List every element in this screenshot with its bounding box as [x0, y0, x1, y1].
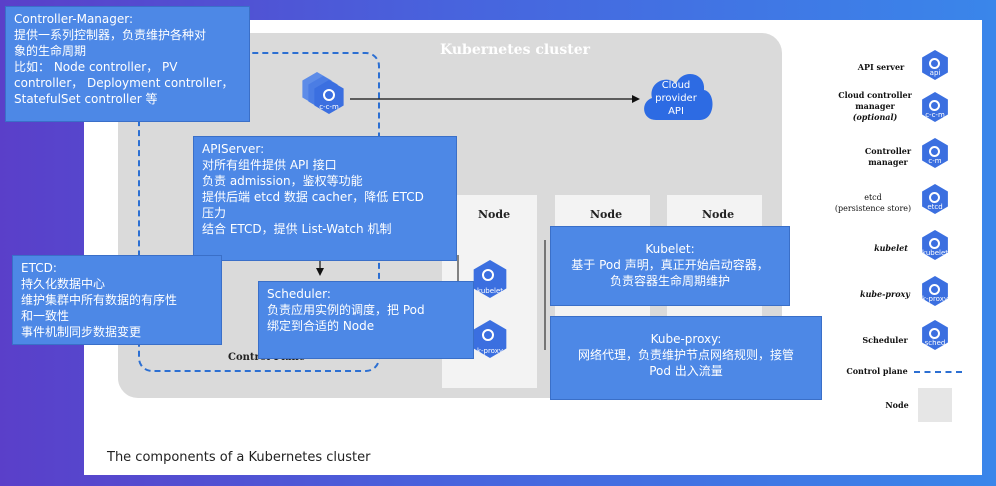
- legend-etcd-label: etcd (persistence store): [834, 193, 912, 213]
- legend-api-icon: api: [922, 50, 948, 80]
- legend-kubelet-label: kubelet: [874, 243, 908, 253]
- etcd-callout: ETCD: 持久化数据中心 维护集群中所有数据的有序性 和一致性 事件机制同步数…: [12, 255, 222, 345]
- kproxy-icon: k-proxy: [473, 320, 507, 358]
- legend-control-plane-label: Control plane: [846, 366, 908, 376]
- cloud-shape: [644, 73, 713, 120]
- kubelet-callout: Kubelet: 基于 Pod 声明，真正开始启动容器， 负责容器生命周期维护: [550, 226, 790, 306]
- legend-scheduler-label: Scheduler: [862, 335, 908, 345]
- controller-manager-callout: Controller-Manager: 提供一系列控制器，负责维护各种对 象的生…: [5, 6, 250, 122]
- source-watermark: @稀土掘金技术社区: [846, 454, 982, 472]
- legend-node-swatch: [918, 388, 952, 422]
- kube-proxy-callout: Kube-proxy: 网络代理，负责维护节点网络规则，接管 Pod 出入流量: [550, 316, 822, 400]
- legend-etcd-icon: etcd: [922, 184, 948, 214]
- cluster-title: Kubernetes cluster: [440, 42, 590, 58]
- arrowhead-scheduler: [316, 268, 324, 276]
- apiserver-callout: APIServer: 对所有组件提供 API 接口 负责 admission，鉴…: [193, 136, 457, 261]
- legend-kubelet-icon: kubelet: [922, 230, 948, 260]
- node-label-1: Node: [478, 208, 511, 221]
- legend-scheduler-icon: sched: [922, 320, 948, 350]
- cloud-provider-label: Cloud provider API: [655, 80, 697, 117]
- figure-caption: The components of a Kubernetes cluster: [107, 450, 371, 465]
- legend-kube-proxy-label: kube-proxy: [860, 289, 910, 299]
- legend-cm-label: Controller manager: [864, 146, 912, 167]
- node-label-3: Node: [702, 208, 735, 221]
- node-label-2: Node: [590, 208, 623, 221]
- legend-node-label: Node: [885, 400, 909, 410]
- legend-ccm-label: Cloud controller manager (optional): [838, 90, 912, 122]
- kubelet-icon: kubelet: [473, 260, 507, 298]
- arrowhead-cloud: [632, 95, 640, 103]
- scheduler-callout: Scheduler: 负责应用实例的调度，把 Pod 绑定到合适的 Node: [258, 281, 474, 359]
- legend-api-server-label: API server: [857, 62, 905, 72]
- legend-kproxy-icon: k-proxy: [922, 276, 948, 306]
- legend-cm-icon: c-m: [922, 138, 948, 168]
- legend-ccm-icon: c-c-m: [922, 92, 948, 122]
- legend-control-plane-swatch: [914, 371, 962, 373]
